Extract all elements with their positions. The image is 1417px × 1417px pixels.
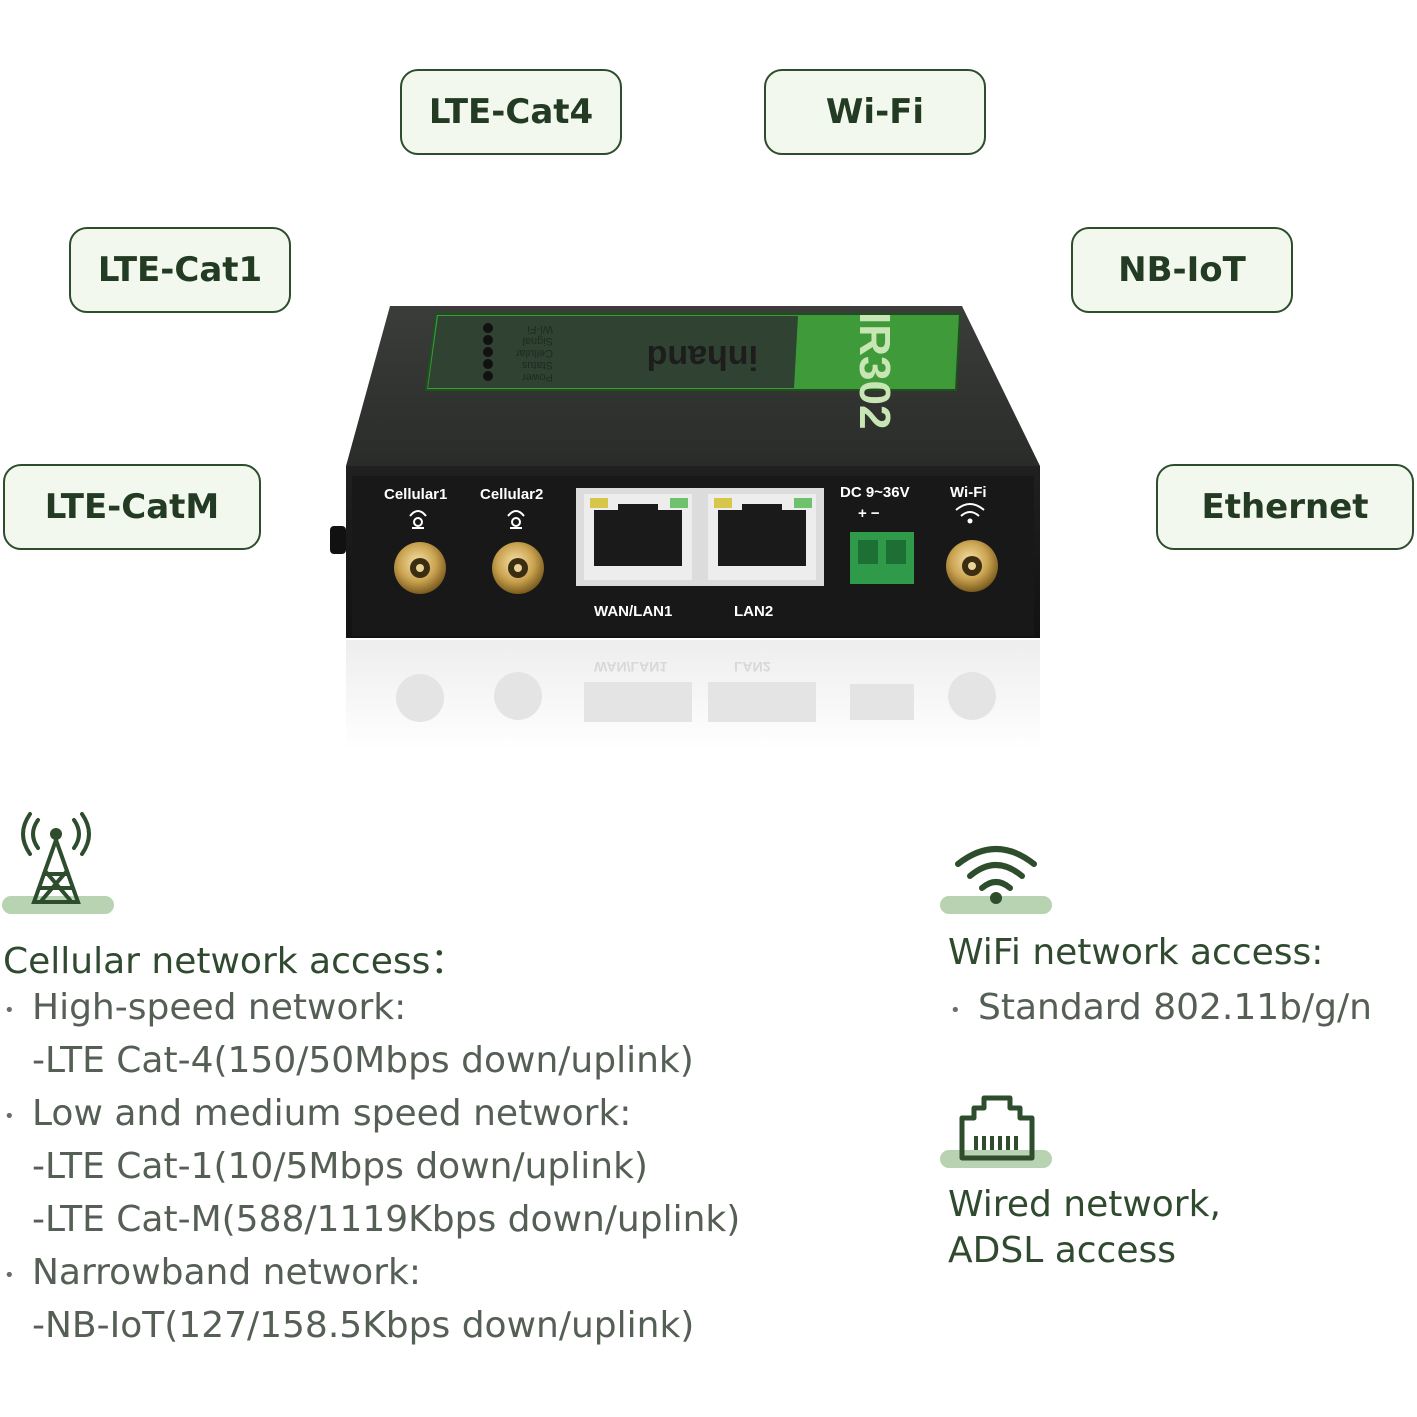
ethernet-port-icon — [959, 1095, 1035, 1161]
wifi-line: Standard 802.11b/g/n — [978, 987, 1372, 1028]
led-label-status: Status — [521, 359, 553, 371]
router-status-leds — [483, 323, 493, 381]
bullet: • — [4, 1265, 15, 1286]
bullet: • — [4, 1000, 15, 1021]
ethernet-ports — [576, 488, 824, 586]
port-label-cellular1: Cellular1 — [384, 486, 447, 503]
tag-label: Wi-Fi — [825, 92, 925, 132]
cellular-line-1: High-speed network: — [32, 987, 407, 1028]
cell-tower-icon — [21, 812, 91, 904]
cellular-line-3: Low and medium speed network: — [32, 1093, 632, 1134]
tag-lte-cat4: LTE-Cat4 — [400, 69, 622, 155]
port-label-dc: DC 9~36V — [840, 484, 910, 501]
tag-nb-iot: NB-IoT — [1071, 227, 1293, 313]
port-label-polarity: + − — [858, 505, 880, 522]
cellular-line-5: -LTE Cat-M(588/1119Kbps down/uplink) — [32, 1199, 741, 1240]
router-brand: inhand — [647, 338, 758, 376]
led-label-wifi: Wi-Fi — [527, 323, 553, 335]
wifi-heading: WiFi network access: — [948, 932, 1324, 973]
led-label-cellular: Cellular — [515, 347, 553, 359]
bullet: • — [950, 1000, 961, 1021]
router-device-image: Power inhand IR302 Cellular1 Cellular2 D… — [330, 306, 1040, 750]
tag-wifi: Wi-Fi — [764, 69, 986, 155]
wifi-antenna-connector — [946, 540, 998, 592]
tag-lte-catm: LTE-CatM — [3, 464, 261, 550]
cellular-line-7: -NB-IoT(127/158.5Kbps down/uplink) — [32, 1305, 695, 1346]
wired-line-2: ADSL access — [948, 1230, 1177, 1271]
port-label-wifi: Wi-Fi — [950, 484, 987, 501]
cellular-heading: Cellular network access： — [3, 941, 467, 982]
tag-label: LTE-CatM — [44, 487, 220, 527]
bullet: • — [4, 1106, 15, 1127]
icon-underline-bar — [2, 896, 114, 914]
led-label-signal: Signal — [522, 335, 553, 347]
cellular1-antenna-connector — [394, 542, 446, 594]
port-label-wan: WAN/LAN1 — [594, 603, 672, 620]
reflection-lan2-label: LAN2 — [734, 659, 771, 675]
tag-lte-cat1: LTE-Cat1 — [69, 227, 291, 313]
router-reflection — [346, 640, 1040, 750]
reflection-wan-label: WAN/LAN1 — [594, 659, 667, 675]
dc-power-terminal — [850, 532, 914, 584]
router-model: IR302 — [850, 312, 899, 429]
tag-label: LTE-Cat4 — [428, 92, 594, 132]
tag-label: NB-IoT — [1118, 250, 1246, 290]
cellular-line-2: -LTE Cat-4(150/50Mbps down/uplink) — [32, 1040, 694, 1081]
wired-line-1: Wired network, — [948, 1184, 1221, 1225]
cellular-line-4: -LTE Cat-1(10/5Mbps down/uplink) — [32, 1146, 648, 1187]
cellular-line-6: Narrowband network: — [32, 1252, 421, 1293]
wifi-icon — [955, 846, 1037, 904]
cellular2-antenna-connector — [492, 542, 544, 594]
port-label-lan2: LAN2 — [734, 603, 773, 620]
led-label-power: Power — [521, 371, 553, 383]
port-label-cellular2: Cellular2 — [480, 486, 543, 503]
tag-ethernet: Ethernet — [1156, 464, 1414, 550]
tag-label: LTE-Cat1 — [97, 250, 263, 290]
icon-underline-bar — [940, 896, 1052, 914]
tag-label: Ethernet — [1201, 487, 1369, 527]
